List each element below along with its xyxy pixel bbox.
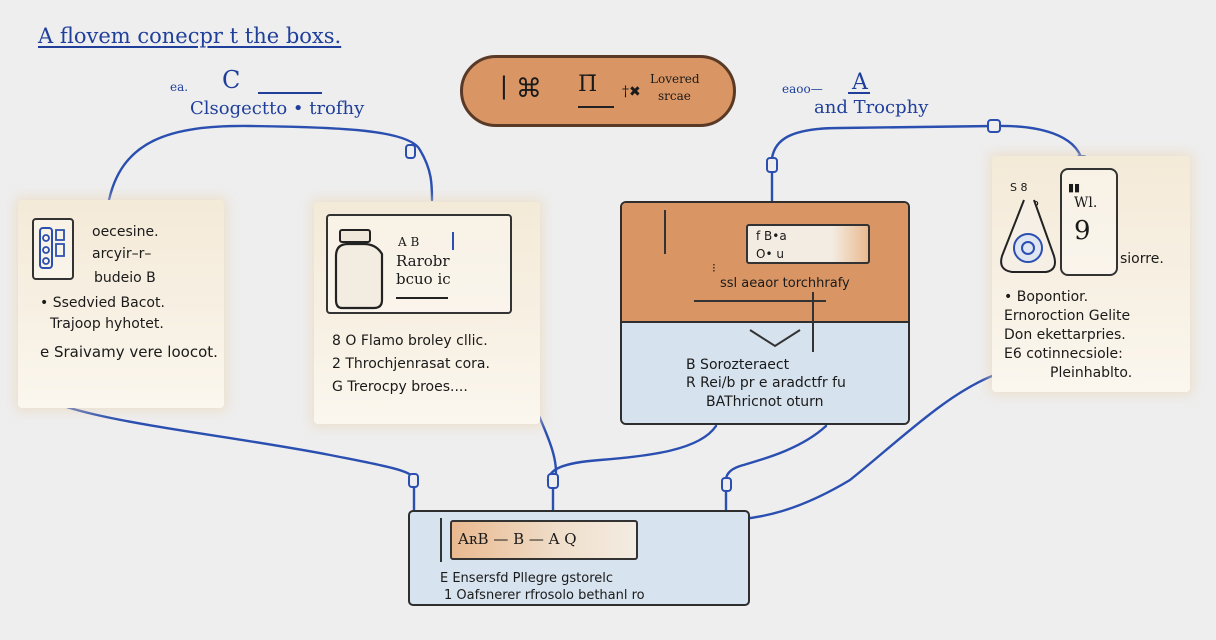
pill-glyph: Π̄: [578, 72, 598, 97]
box-4-card-text: Wl.: [1074, 195, 1098, 211]
header-pill: [460, 55, 736, 127]
pill-rule: [578, 106, 614, 108]
wire-box3-box5-a: [546, 424, 718, 482]
wire-connector: [408, 473, 419, 488]
box-2-list-item: 2 Throchjenrasat cora.: [332, 356, 490, 372]
flask-icon: [1000, 199, 1056, 273]
chevron-down-icon: [749, 329, 801, 348]
box-3-card: [746, 224, 870, 264]
box-5-card: [450, 520, 638, 560]
box-4-side-label: siorre.: [1120, 251, 1164, 267]
pill-mark: †✖: [622, 84, 641, 100]
pill-label-bottom: srcae: [658, 89, 691, 103]
box-2-card-label: bcuo ic: [396, 270, 451, 288]
box-3-card-text: f B•a: [756, 229, 787, 243]
box-4-line: Pleinhablto.: [1050, 365, 1133, 381]
box-1-icon-frame: [32, 218, 74, 280]
box-3-rule: [694, 300, 826, 302]
wire-box3-box5-b: [724, 424, 828, 486]
box-4-card-b: [1060, 168, 1118, 276]
document-icon: [39, 227, 65, 269]
wire-box4-box3: [770, 124, 1084, 162]
box-4-card-text: S 8: [1010, 181, 1028, 194]
header-right-prefix: eaoo—: [782, 82, 823, 96]
box-4-line: E6 cotinnecsiole:: [1004, 346, 1123, 362]
box-5-card-label: AʀB — B — A Q: [458, 530, 577, 548]
header-left-rule: [258, 92, 322, 94]
box-1-line: oecesine.: [92, 224, 159, 240]
wire-connector: [721, 477, 732, 492]
wire-connector: [405, 144, 416, 159]
box-3-list-item: BAThricnot oturn: [706, 394, 824, 410]
wire-box4-box5: [720, 371, 1002, 522]
box-1-line: Trajoop hyhotet.: [50, 316, 164, 332]
box-3-caption: ssl aeaor torchhrafy: [720, 276, 850, 291]
box-1-line: • Ssedvied Bacot.: [40, 295, 165, 311]
box-3-card-text: O• u: [756, 247, 784, 261]
header-left-letter: C: [222, 66, 241, 94]
box-3-list-item: B Sorozteraect: [686, 357, 790, 373]
box-4-line: Don ekettarpries.: [1004, 327, 1126, 343]
box-4-line: • Bopontior.: [1004, 289, 1089, 305]
wire-box1-box2: [106, 124, 434, 207]
box-2-card-tick: [452, 232, 454, 250]
header-right-rule: [848, 92, 870, 94]
pill-glyph: ∣ ⌘: [500, 74, 542, 104]
jar-icon: [334, 229, 384, 310]
box-2-list-item: G Trerocpy broes....: [332, 379, 468, 395]
box-2-list-item: 8 O Flamo broley cllic.: [332, 333, 488, 349]
header-right-letter: A: [852, 70, 868, 95]
wire-connector: [987, 119, 1001, 133]
pill-label-top: Lovered: [650, 72, 700, 86]
box-1-line: budeio B: [94, 270, 156, 286]
box-5-line: E Ensersfd Pllegre gstorelc: [440, 571, 614, 586]
header-right-caption: and Trocphy: [814, 97, 929, 118]
box-2-card-rule: [396, 297, 448, 299]
box-3-list-item: R Rei/b pr e aradctfr fu: [686, 375, 846, 391]
box-4-card-text: ▮▮: [1068, 181, 1081, 194]
box-4-line: Ernoroction Gelite: [1004, 308, 1131, 324]
diagram-title: A flovem conecpr t the boxs.: [38, 24, 342, 48]
box-4-card-text: 9: [1074, 216, 1091, 246]
box-5-tick: [440, 518, 442, 562]
box-2-card-label: Rarobr: [396, 252, 450, 270]
box-3-stem: [812, 292, 814, 352]
header-left-caption: Clsogectto • trofhy: [190, 98, 365, 119]
box-5-line: 1 Oafsnerer rfrosolo bethanl ro: [444, 588, 645, 603]
box-1-line: e Sraivamy vere loocot.: [40, 343, 218, 361]
wire-connector: [547, 473, 559, 489]
wire-connector: [766, 157, 778, 173]
box-1-line: arcyir–r–: [92, 246, 152, 262]
box-3-tick: [664, 210, 666, 254]
header-left-prefix: ea.: [170, 80, 189, 94]
box-2-card-label: A B: [398, 235, 420, 249]
box-3-mark: ⁝: [712, 261, 716, 275]
